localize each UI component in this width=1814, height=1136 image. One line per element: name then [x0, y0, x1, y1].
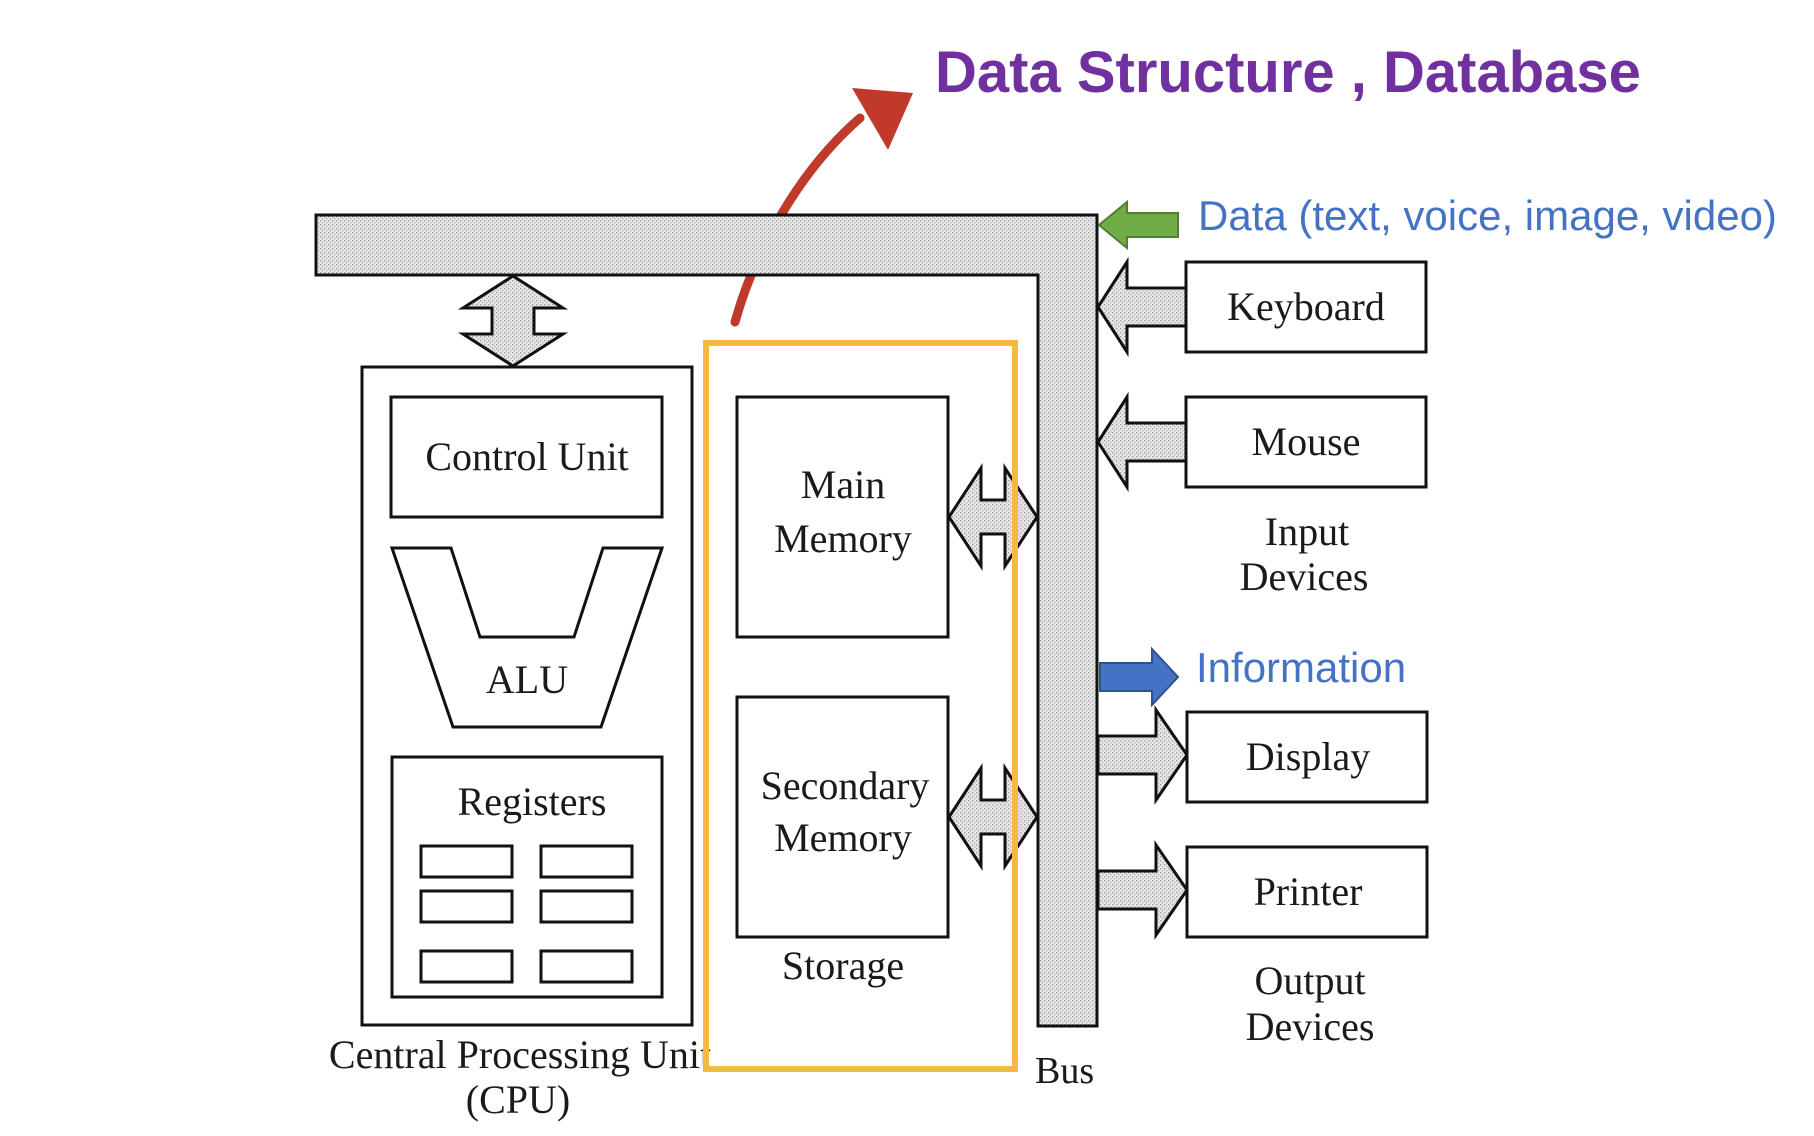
display-bus-arrow [1096, 705, 1189, 805]
data-arrow-icon [1097, 199, 1179, 251]
registers-label: Registers [458, 779, 607, 824]
register-cell [539, 889, 634, 924]
storage-highlight-frame [703, 340, 1018, 1072]
secondary-memory-bus-arrow [947, 762, 1039, 872]
secondary-memory-label-line2: Memory [774, 815, 912, 860]
alu-label: ALU [486, 657, 568, 702]
cpu-caption-line1: Central Processing Unit [329, 1032, 711, 1077]
printer-bus-arrow [1096, 840, 1189, 940]
bus-label: Bus [1035, 1050, 1094, 1092]
control-unit-box [389, 395, 664, 519]
cpu-caption-line2: (CPU) [466, 1077, 570, 1122]
mouse-box [1184, 395, 1428, 489]
curved-arrow [730, 113, 865, 327]
secondary-memory-box [735, 695, 950, 939]
register-cell [419, 844, 514, 879]
data-annotation: Data (text, voice, image, video) [1198, 192, 1777, 239]
storage-caption: Storage [782, 943, 904, 988]
main-memory-bus-arrow [947, 462, 1039, 572]
information-arrow-icon [1099, 646, 1180, 708]
mouse-bus-arrow [1096, 391, 1188, 493]
input-devices-caption-line2: Devices [1240, 554, 1369, 599]
keyboard-label: Keyboard [1227, 284, 1385, 329]
register-cell [539, 844, 634, 879]
display-label: Display [1246, 734, 1370, 779]
bus [314, 213, 1099, 1028]
printer-box [1185, 845, 1429, 939]
mouse-label: Mouse [1252, 419, 1361, 464]
keyboard-bus-arrow [1096, 256, 1188, 358]
printer-label: Printer [1254, 869, 1363, 914]
headline: Data Structure , Database [935, 40, 1641, 105]
register-cell [419, 949, 514, 984]
output-devices-caption-line2: Devices [1246, 1004, 1375, 1049]
output-devices-caption-line1: Output [1254, 958, 1365, 1003]
main-memory-label-line1: Main [801, 462, 885, 507]
information-annotation: Information [1196, 644, 1406, 691]
register-cell [419, 889, 514, 924]
alu-shape [389, 546, 665, 729]
curved-arrow-head [852, 88, 913, 150]
main-memory-box [735, 395, 950, 639]
keyboard-box [1184, 260, 1428, 354]
control-unit-label: Control Unit [425, 434, 628, 479]
main-memory-label-line2: Memory [774, 516, 912, 561]
register-cell [539, 949, 634, 984]
secondary-memory-label-line1: Secondary [761, 763, 930, 808]
input-devices-caption-line1: Input [1265, 509, 1349, 554]
display-box [1185, 710, 1429, 804]
cpu-bus-arrow [457, 274, 569, 368]
